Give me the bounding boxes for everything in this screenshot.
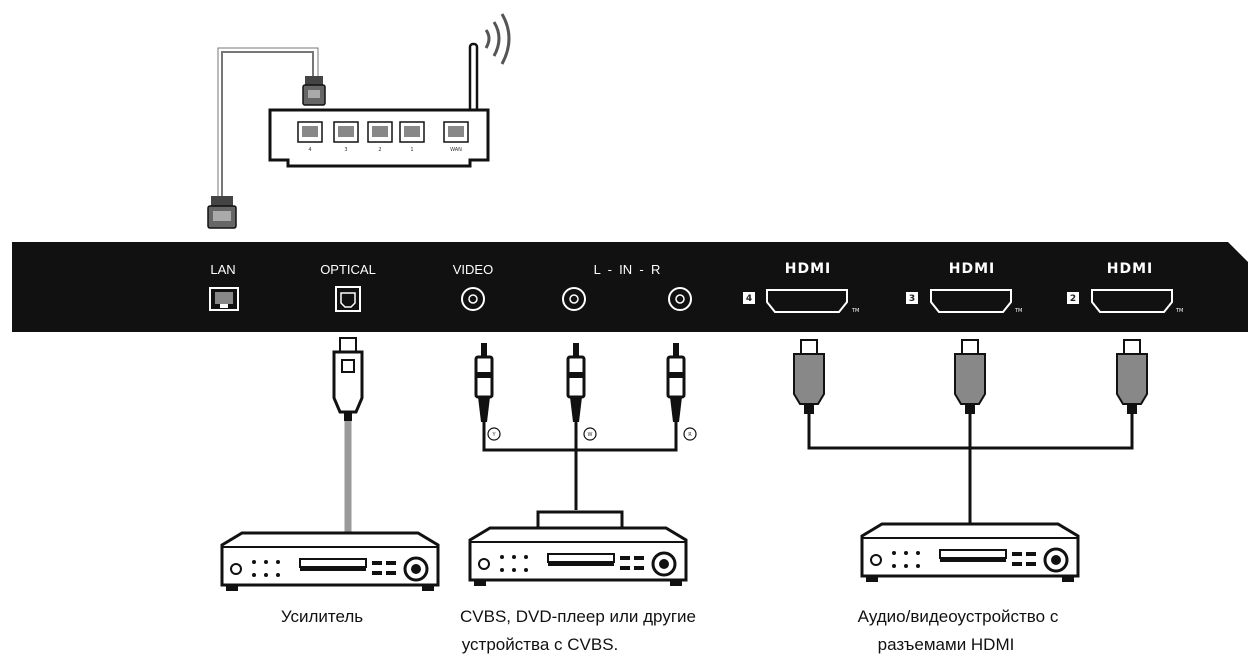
router-port-1: 4 xyxy=(297,121,323,153)
caption-amplifier: Усилитель xyxy=(281,607,363,626)
device-cvbs-player xyxy=(468,526,688,586)
hdmi-plug-2 xyxy=(1116,339,1148,414)
router-port-2: 3 xyxy=(333,121,359,153)
svg-text:4: 4 xyxy=(746,294,752,304)
optical-label: OPTICAL xyxy=(320,262,376,277)
svg-text:2: 2 xyxy=(378,147,381,153)
audio-l-port xyxy=(562,287,586,311)
router-port-4: 1 xyxy=(399,121,425,153)
svg-text:R: R xyxy=(688,432,692,438)
svg-text:WAN: WAN xyxy=(450,147,462,153)
router-port-wan: WAN xyxy=(443,121,469,153)
hdmi-cables xyxy=(793,339,1148,526)
svg-text:W: W xyxy=(588,432,593,438)
hdmi-port-4: HDMI 4 TM xyxy=(743,261,859,314)
lan-label: LAN xyxy=(210,262,235,277)
audio-r-port xyxy=(668,287,692,311)
audio-in-ports: L - IN - R xyxy=(562,262,692,311)
rj45-plug-lan xyxy=(207,196,237,229)
lan-port: LAN xyxy=(209,262,239,311)
svg-text:Y: Y xyxy=(491,432,496,438)
optical-cable xyxy=(332,337,364,533)
svg-text:4: 4 xyxy=(308,147,311,153)
hdmi-plug-3 xyxy=(954,339,986,414)
caption-hdmi-line-1: Аудио/видеоустройство с xyxy=(858,607,1059,626)
rca-plug-right xyxy=(666,343,686,422)
device-hdmi-av xyxy=(860,522,1080,582)
svg-text:TM: TM xyxy=(851,308,859,314)
rca-cables: Y W R xyxy=(474,343,697,528)
rca-plug-left xyxy=(566,343,586,422)
optical-port: OPTICAL xyxy=(320,262,376,312)
device-amplifier xyxy=(220,531,440,591)
hdmi-logo: HDMI xyxy=(785,261,831,277)
caption-cvbs-line-1: CVBS, DVD-плеер или другие xyxy=(460,607,696,626)
caption-hdmi-line-2: разъемами HDMI xyxy=(878,635,1015,654)
svg-text:3: 3 xyxy=(909,294,915,304)
svg-text:TM: TM xyxy=(1014,308,1022,314)
hdmi-plug-4 xyxy=(793,339,825,414)
hdmi-port-2: HDMI 2 TM xyxy=(1067,261,1183,314)
rca-marker-r: R xyxy=(683,427,697,441)
svg-text:3: 3 xyxy=(344,147,347,153)
svg-text:TM: TM xyxy=(1175,308,1183,314)
video-port: VIDEO xyxy=(453,262,493,311)
rj45-plug-router xyxy=(302,76,326,106)
router-port-3: 2 xyxy=(367,121,393,153)
video-label: VIDEO xyxy=(453,262,493,277)
svg-text:2: 2 xyxy=(1070,294,1076,304)
rca-marker-y: Y xyxy=(487,427,501,441)
svg-text:1: 1 xyxy=(410,147,413,153)
router: 4 3 2 1 WAN xyxy=(268,13,511,168)
hdmi-logo: HDMI xyxy=(949,261,995,277)
rca-marker-w: W xyxy=(583,427,597,441)
ethernet-cable xyxy=(207,47,326,229)
hdmi-port-3: HDMI 3 TM xyxy=(906,261,1022,314)
wifi-icon xyxy=(484,13,511,65)
tv-back-panel: LAN OPTICAL VIDEO L - IN - R xyxy=(12,242,1248,332)
caption-cvbs-line-2: устройства с CVBS. xyxy=(462,635,619,654)
hdmi-logo: HDMI xyxy=(1107,261,1153,277)
rca-plug-video xyxy=(474,343,494,422)
audio-in-label: L - IN - R xyxy=(594,262,661,277)
